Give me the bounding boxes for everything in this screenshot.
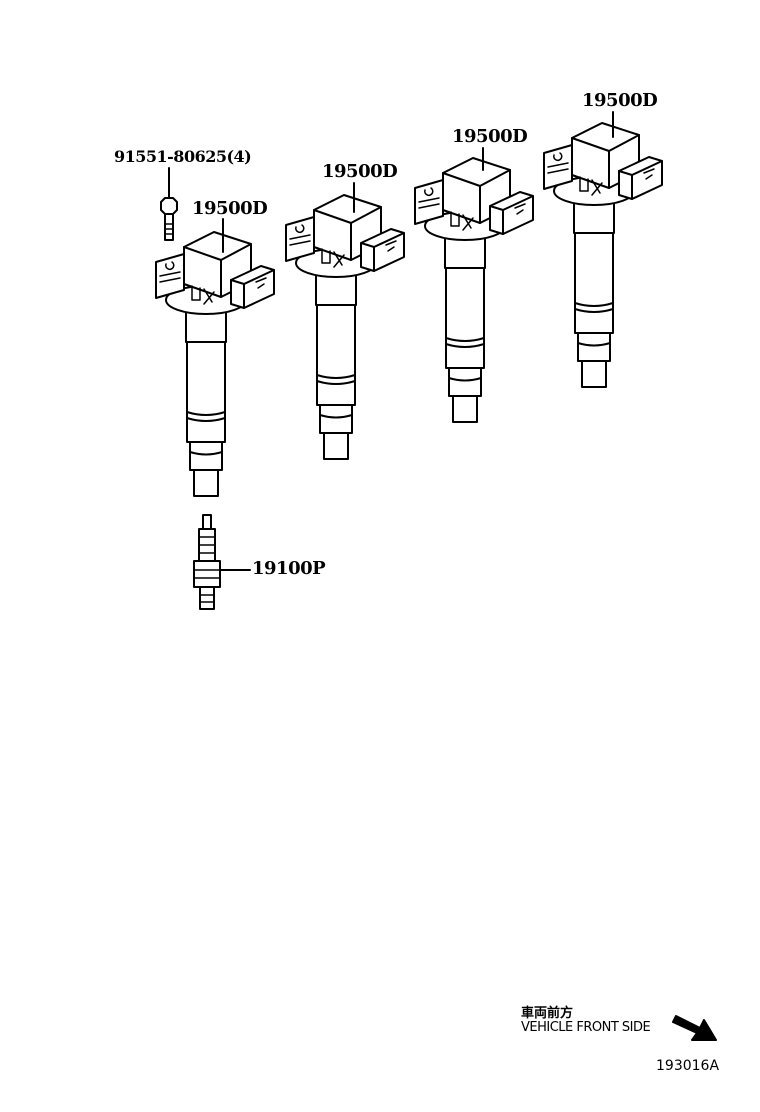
callout-spark-plug-part-number: 19100P — [252, 558, 326, 579]
callout-bolt-part-number: 91551-80625(4) — [114, 147, 252, 166]
callout-coil-4-part-number: 19500D — [582, 90, 658, 111]
ignition-coil-2 — [285, 194, 405, 460]
vehicle-front-japanese-label: 車両前方 — [521, 1006, 574, 1021]
callout-coil-1-part-number: 19500D — [192, 198, 268, 219]
vehicle-front-english-label: VEHICLE FRONT SIDE — [521, 1020, 651, 1035]
ignition-coil-1 — [155, 231, 275, 497]
figure-id: 193016A — [656, 1058, 720, 1074]
spark-plug — [193, 514, 251, 610]
callout-coil-2-part-number: 19500D — [322, 161, 398, 182]
ignition-coil-3 — [414, 157, 534, 423]
ignition-coil-4 — [543, 122, 663, 388]
callout-coil-3-part-number: 19500D — [452, 126, 528, 147]
arrow-down-right-icon — [672, 1015, 717, 1041]
bolt — [160, 167, 178, 241]
